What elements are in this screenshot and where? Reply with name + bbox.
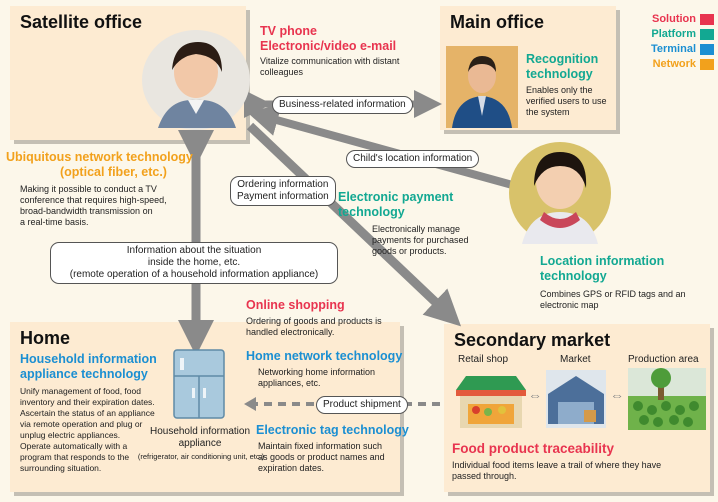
child-location-label: Child's location information [346,150,480,168]
production-area-icon [628,368,706,430]
ubiquitous-desc: conference that requires high-speed, [20,195,167,205]
home-title: Home [20,328,71,348]
shipment-label: Product shipment [316,396,408,414]
situation-label: Information about the situation inside t… [50,242,338,284]
location-title: technology [540,269,607,283]
legend-swatch [700,58,714,70]
hia-desc: unplug electric appliances. [20,430,121,440]
recognition-title: technology [526,67,593,81]
location-title: Location information [540,254,665,268]
epayment-desc: goods or products. [372,246,447,256]
recognition-desc: Enables only the [526,85,593,95]
ordering-label-line: Ordering information [237,179,329,190]
situation-line: Information about the situation [126,245,262,256]
appliance-label: (refrigerator, air conditioning unit, et… [137,452,265,461]
businessman-photo [446,46,518,128]
secondary-market-title: Secondary market [454,330,611,350]
market-icon [546,370,606,428]
hia-title: Household information [20,352,157,366]
tv-desc: Vitalize communication with distant [260,56,400,66]
girl-photo [509,142,611,244]
location-desc: electronic map [540,300,599,310]
legend-swatch [700,28,714,40]
legend-label: Platform [651,28,696,40]
ubiquitous-title: (optical fiber, etc.) [60,165,167,179]
appliance-label: appliance [178,438,222,449]
epayment-title: technology [338,205,405,219]
payment-label-line: Payment information [237,191,329,202]
satellite-market-arrow [246,122,462,327]
main-office-title: Main office [450,12,545,32]
legend: Solution Platform Terminal Network [626,12,714,72]
situation-line: (remote operation of a household informa… [69,269,319,280]
home-network-desc: appliances, etc. [258,378,321,388]
epayment-desc: payments for purchased [372,235,469,245]
legend-swatch [700,43,714,55]
retail-shop-label: Retail shop [458,354,509,365]
ubiquitous-title: Ubiquitous network technology [6,150,193,164]
ordering-label: Ordering information Payment information [230,176,336,206]
hia-title: appliance technology [20,367,148,381]
ubiquitous-desc: Making it possible to conduct a TV [20,184,157,194]
hia-desc: inventory and their expiration dates. [20,397,155,407]
traceability-desc: passed through. [452,471,517,481]
online-shopping-desc: Ordering of goods and products is [246,316,382,326]
etag-desc: as goods or product names and [258,452,385,462]
market-label: Market [560,354,591,365]
woman-photo [142,30,250,130]
online-shopping-title: Online shopping [246,298,345,312]
legend-swatch [700,13,714,25]
retail-shop-icon [456,376,526,428]
online-shopping-desc: handled electronically. [246,327,335,337]
ubiquitous-desc: a real-time basis. [20,217,89,227]
traceability-title: Food product traceability [452,441,615,456]
hia-desc: Unify management of food, food [20,386,141,396]
hia-desc: via remote operation and plug or [20,419,143,429]
recognition-desc: verified users to use [526,96,607,106]
ubiquitous-desc: broad-bandwidth transmission on [20,206,153,216]
epayment-desc: Electronically manage [372,224,461,234]
recognition-title: Recognition [526,52,599,66]
legend-solution: Solution [626,12,714,26]
tv-phone-title: TV phone [260,24,317,38]
video-email-title: Electronic/video e-mail [260,39,397,53]
hia-desc: surrounding situation. [20,463,102,473]
legend-terminal: Terminal [626,42,714,56]
production-area-label: Production area [628,354,699,365]
etag-desc: Maintain fixed information such [258,441,383,451]
situation-line: inside the home, etc. [147,257,241,268]
double-arrow-icon: ⇔ [610,387,624,403]
recognition-desc: the system [526,107,570,117]
legend-label: Network [652,58,696,70]
home-network-desc: Networking home information [258,367,376,377]
appliance-label: Household information [149,426,251,437]
tv-desc: colleagues [260,67,304,77]
legend-label: Terminal [650,43,696,55]
location-desc: Combines GPS or RFID tags and an [540,289,686,299]
business-info-label: Business-related information [272,96,413,114]
hia-desc: Operate automatically with a [20,441,128,451]
refrigerator-icon [173,349,225,419]
epayment-title: Electronic payment [338,190,454,204]
legend-label: Solution [652,13,696,25]
etag-title: Electronic tag technology [256,423,409,437]
traceability-desc: Individual food items leave a trail of w… [452,460,662,470]
legend-platform: Platform [626,27,714,41]
hia-desc: Ascertain the status of an appliance [20,408,155,418]
hia-desc: program that responds to the [20,452,130,462]
legend-network: Network [626,57,714,71]
home-network-title: Home network technology [246,349,403,363]
etag-desc: expiration dates. [258,463,325,473]
double-arrow-icon: ⇔ [528,387,542,403]
satellite-office-title: Satellite office [20,12,143,32]
